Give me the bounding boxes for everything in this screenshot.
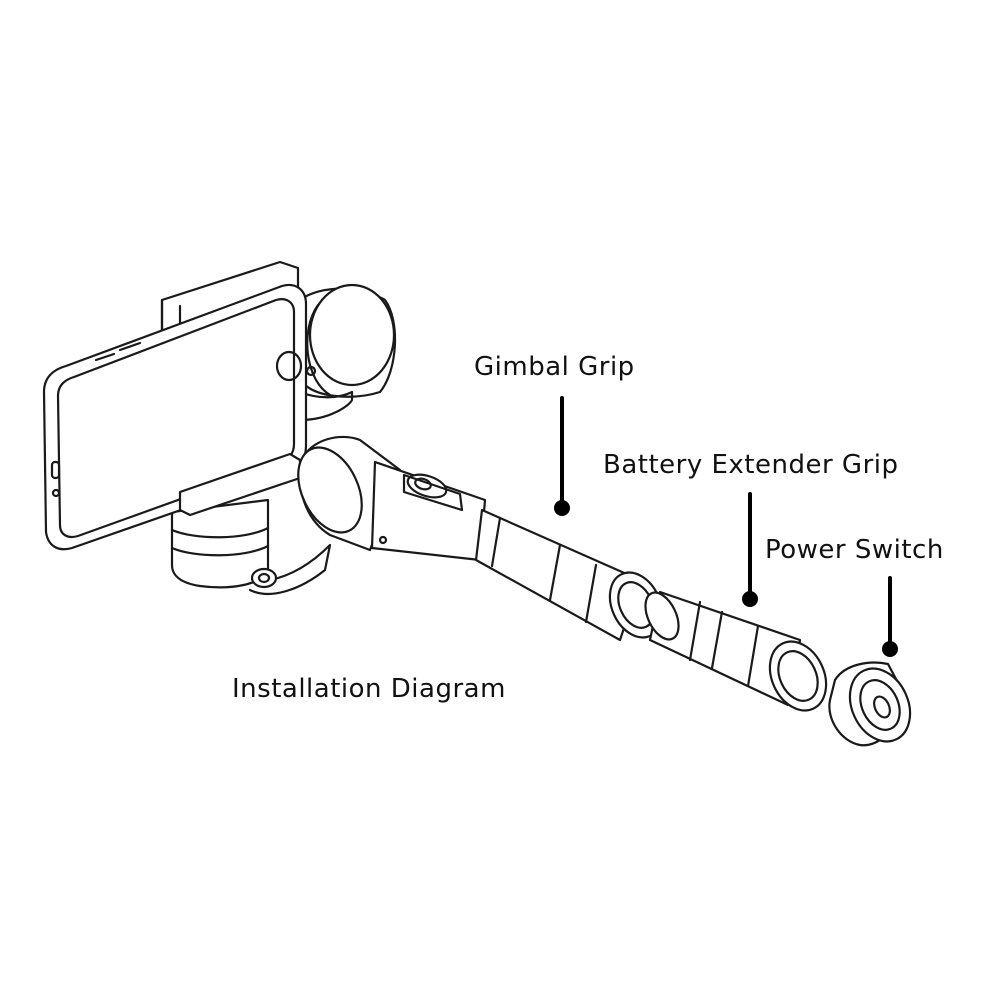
power-switch-label: Power Switch [765,535,944,565]
gimbal-grip-label: Gimbal Grip [474,352,635,382]
power-switch-cap [828,661,912,747]
battery-extender-grip [644,590,828,712]
callout-battery-extender-grip [742,492,758,607]
gimbal-head [170,283,397,595]
battery-extender-grip-label: Battery Extender Grip [603,450,899,480]
callout-gimbal-grip [554,396,570,516]
gimbal-grip-handle [297,435,664,642]
installation-diagram-caption: Installation Diagram [232,674,506,704]
phone-clamp [42,260,308,551]
callout-power-switch [882,576,898,657]
